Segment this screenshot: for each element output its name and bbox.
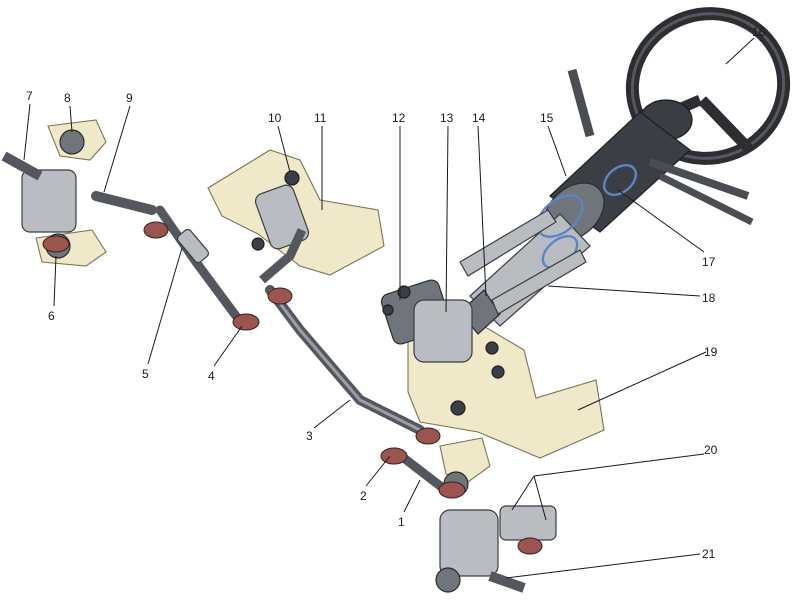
boot-right-upper-joint <box>438 481 466 499</box>
leader-6 <box>53 255 57 307</box>
boot-center-link-left <box>267 287 293 305</box>
callout-20: 20 <box>704 443 718 457</box>
callout-7: 7 <box>26 89 33 103</box>
boot-left-lower-arm <box>42 235 70 253</box>
leader-5 <box>147 247 183 365</box>
callout-6: 6 <box>48 309 55 323</box>
leader-17 <box>617 189 705 253</box>
knuckle-bracket <box>439 437 491 483</box>
leader-2 <box>365 455 391 487</box>
left-steering-arm <box>91 191 157 215</box>
boot-tie-rod-inner-left <box>232 313 260 331</box>
column-ring-upper <box>536 194 584 238</box>
leader-8 <box>69 105 73 133</box>
callout-8: 8 <box>64 91 71 105</box>
leader-14 <box>477 125 487 297</box>
callout-21: 21 <box>702 547 716 561</box>
callout-5: 5 <box>142 367 149 381</box>
callout-16: 16 <box>752 25 766 39</box>
boot-right-arm <box>517 537 543 555</box>
stalk-right-1 <box>648 158 750 200</box>
callout-11: 11 <box>314 111 327 125</box>
leader-4 <box>213 325 243 367</box>
stalk-top <box>567 68 595 138</box>
leader-1 <box>403 479 421 513</box>
leader-13 <box>445 125 449 313</box>
callout-17: 17 <box>702 255 716 269</box>
leader-20b <box>511 475 535 511</box>
left-tie-rod-adjuster <box>176 228 210 264</box>
callout-14: 14 <box>472 111 486 125</box>
leader-15 <box>547 125 567 177</box>
leader-10 <box>277 125 291 173</box>
leader-7 <box>23 103 31 161</box>
callout-19: 19 <box>704 345 718 359</box>
leader-20a <box>533 453 705 477</box>
callout-15: 15 <box>540 111 554 125</box>
column-ring-mid <box>603 164 637 196</box>
callout-12: 12 <box>392 111 406 125</box>
leader-18 <box>547 285 701 297</box>
center-link-highlight <box>268 289 421 432</box>
callout-numbers: 1 2 3 4 5 6 7 8 9 10 11 12 13 14 15 16 1… <box>26 25 766 561</box>
leader-lines <box>23 37 755 579</box>
leader-19 <box>577 351 707 411</box>
leader-9 <box>103 105 131 193</box>
column-plate-lower <box>491 249 587 315</box>
callout-9: 9 <box>126 91 133 105</box>
boot-right-tie-rod <box>380 447 408 465</box>
boot-tie-rod-outer-left <box>143 221 169 239</box>
boot-center-link-right <box>415 427 441 445</box>
callout-4: 4 <box>208 369 215 383</box>
callout-10: 10 <box>268 111 282 125</box>
leader-20c <box>533 475 547 521</box>
leader-21 <box>505 553 701 579</box>
stalk-right-2 <box>658 172 754 226</box>
callout-13: 13 <box>440 111 454 125</box>
steering-gearbox <box>380 279 505 416</box>
callout-2: 2 <box>360 489 367 503</box>
callout-18: 18 <box>702 291 716 305</box>
callout-1: 1 <box>398 515 405 529</box>
idler-arm-lever <box>259 228 307 284</box>
leader-3 <box>313 399 351 429</box>
leader-16 <box>725 37 755 65</box>
callout-3: 3 <box>306 429 313 443</box>
